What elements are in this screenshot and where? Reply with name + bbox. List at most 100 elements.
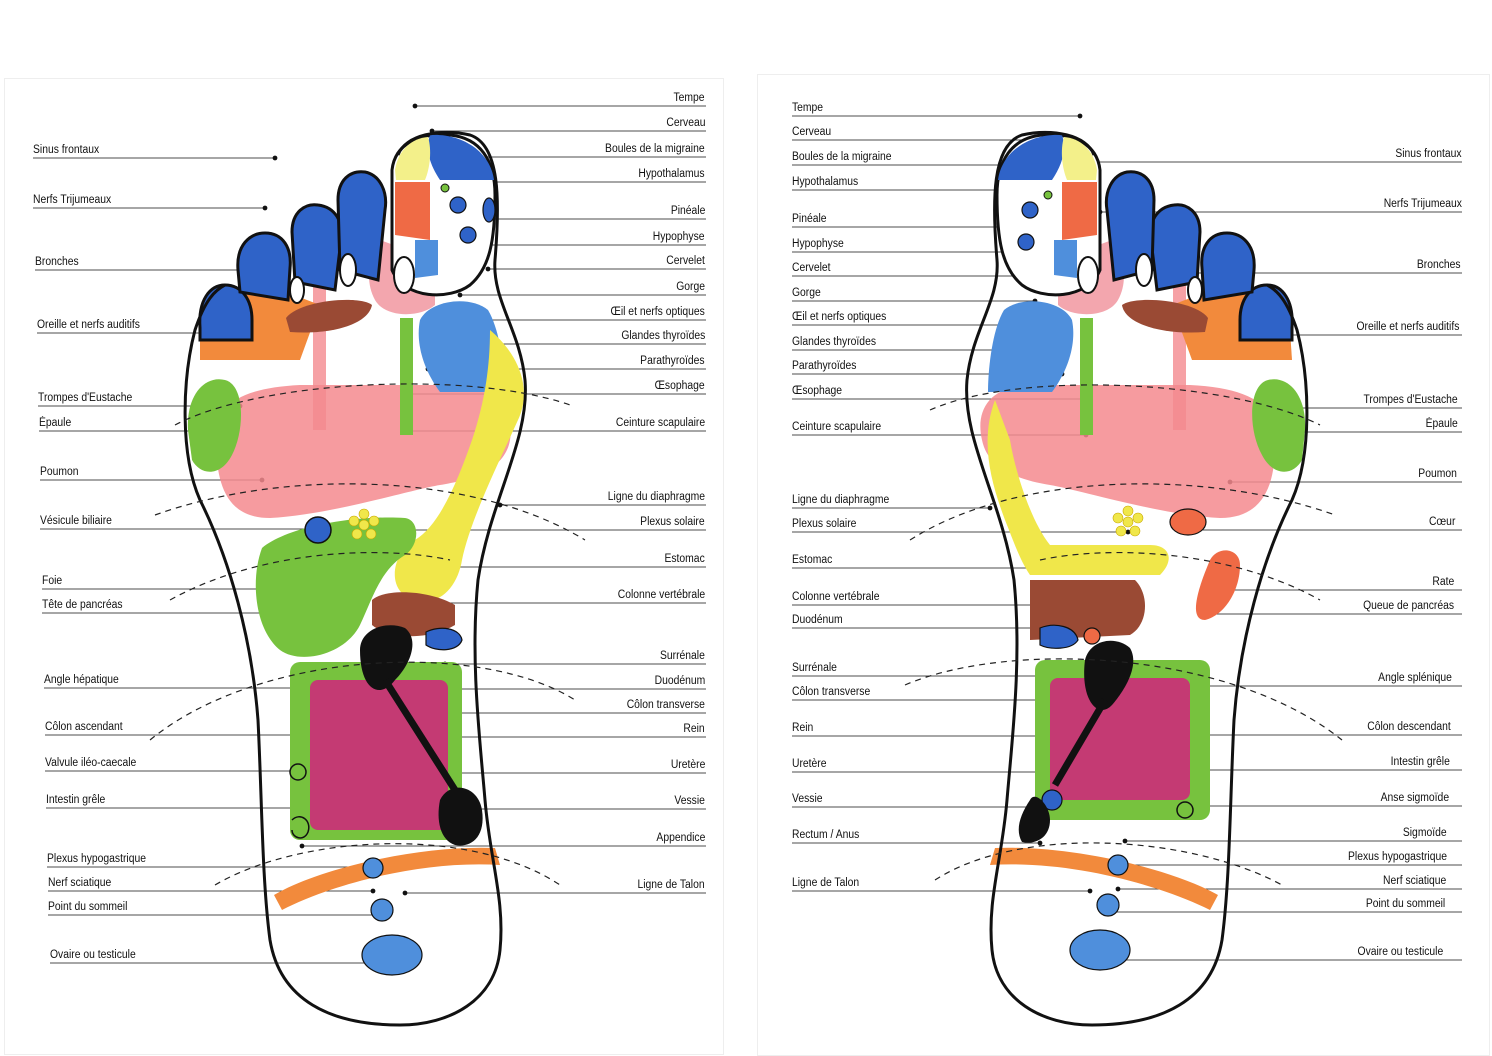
leader-dot [403,891,407,895]
label: Rein [792,722,813,735]
label: Plexus solaire [792,518,856,531]
right-sleep-point [1097,894,1119,916]
label: Glandes thyroïdes [792,336,876,349]
label: Gorge [676,281,705,294]
label: Gorge [792,287,821,300]
label: Bronches [1417,259,1461,272]
label: Œil et nerfs optiques [611,306,705,319]
label: Vessie [674,795,705,808]
left-ileocaecal-valve [290,764,306,780]
label: Nerf sciatique [48,877,111,890]
left-sciatic-point [363,858,383,878]
label: Rectum / Anus [792,829,859,842]
label: Côlon transverse [627,699,705,712]
label: Angle splénique [1378,672,1452,685]
label: Oreille et nerfs auditifs [37,319,140,332]
label: Cervelet [666,255,705,268]
label: Ceinture scapulaire [792,421,881,434]
right-sigmoid-point [1177,802,1193,818]
left-migraine-ball [441,184,449,192]
label: Nerfs Trijumeaux [1384,198,1462,211]
label: Anse sigmoïde [1381,792,1449,805]
leader-dot [1123,839,1127,843]
right-heart-zone [1170,509,1206,535]
label: Ligne du diaphragme [792,494,889,507]
left-gallbladder [305,517,331,543]
label: Ovaire ou testicule [50,949,136,962]
label: Plexus hypogastrique [47,853,146,866]
left-temple-zone [395,137,430,180]
right-hallux-blue-lower [1054,240,1077,278]
label: Vessie [792,793,823,806]
right-oesophagus [1080,318,1093,435]
label: Ligne du diaphragme [608,491,705,504]
label: Plexus solaire [641,516,705,529]
label: Cervelet [792,262,831,275]
label: Boules de la migraine [792,151,892,164]
left-hypophysis-point [460,227,476,243]
label: Queue de pancréas [1363,600,1454,613]
label: Hypothalamus [639,168,705,181]
label: Boules de la migraine [605,143,705,156]
label: Trompes d'Eustache [1364,394,1458,407]
left-appendix [292,817,309,838]
label: Poumon [1418,468,1457,481]
label: Angle hépatique [44,674,119,687]
label: Uretère [670,759,705,772]
right-sciatic-point [1108,855,1128,875]
right-migraine-ball [1044,191,1052,199]
right-thyroid-zone [988,301,1073,392]
label: Poumon [40,466,79,479]
label: Point du sommeil [1366,898,1445,911]
label: Hypothalamus [792,176,858,189]
leader-lines [33,104,1462,965]
right-spleen-zone [1196,550,1240,620]
leader-dot [371,889,375,893]
left-hallux-blue-lower [415,240,438,278]
label: Surrénale [660,650,705,663]
label: Valvule iléo-caecale [45,757,136,770]
label: Vésicule biliaire [40,515,112,528]
left-toe-gap [290,277,304,303]
label: Cerveau [792,126,831,139]
right-adrenal [1084,628,1100,644]
label: Duodénum [792,614,843,627]
label: Tête de pancréas [42,599,123,612]
right-toe-gap [1078,257,1098,293]
label: Parathyroïdes [641,355,705,368]
left-ovary-point [362,935,422,975]
label: Surrénale [792,662,837,675]
leader-dot [300,844,304,848]
label: Ceinture scapulaire [616,417,705,430]
left-bladder [439,788,483,846]
label: Ligne de Talon [638,879,705,892]
label: Estomac [665,553,705,566]
label: Estomac [792,554,832,567]
label: Cerveau [666,117,705,130]
label: Côlon descendant [1368,721,1451,734]
label: Cœur [1429,516,1455,529]
label: Intestin grêle [1391,756,1450,769]
label: Hypophyse [792,238,844,251]
label: Foie [42,575,62,588]
leader-dot [273,156,277,160]
label: Rate [1432,576,1454,589]
label: Parathyroïdes [792,360,856,373]
label: Intestin grêle [46,794,105,807]
label: Côlon ascendant [45,721,123,734]
label: Ovaire ou testicule [1357,946,1443,959]
label: Épaule [39,417,71,430]
left-cerebellum-point [483,198,495,222]
left-pineal-point [450,197,466,213]
leader-dot [1078,114,1082,118]
label: Sinus frontaux [1396,148,1462,161]
left-hypothalamus-red [395,182,430,240]
leader-dot [413,104,417,108]
leader-dot [1126,530,1130,534]
label: Nerf sciatique [1383,875,1446,888]
label: Point du sommeil [48,901,127,914]
leader-dot [1116,887,1120,891]
label: Pinéale [792,213,827,226]
label: Oreille et nerfs auditifs [1356,321,1459,334]
